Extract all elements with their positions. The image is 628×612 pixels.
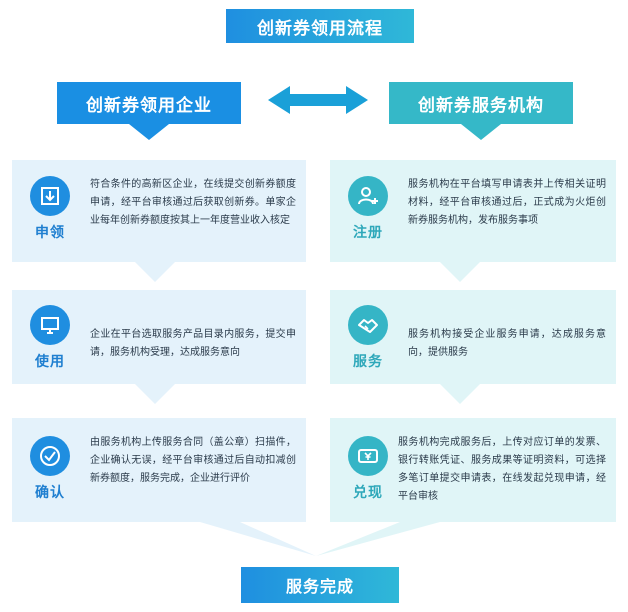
header-enterprise: 创新券领用企业 xyxy=(57,82,241,140)
step-redeem-text: 服务机构完成服务后，上传对应订单的发票、银行转账凭证、服务成果等证明资料，可选择… xyxy=(398,437,606,502)
card-right-3-shape xyxy=(316,418,616,556)
download-box-icon xyxy=(30,176,70,216)
card-left-3-shape xyxy=(12,418,316,556)
header-enterprise-label: 创新券领用企业 xyxy=(86,95,212,116)
step-confirm: 确认 xyxy=(20,436,80,502)
yen-ticket-icon xyxy=(348,436,388,476)
step-register-text: 服务机构在平台填写申请表并上传相关证明材料，经平台审核通过后，正式成为火炬创新券… xyxy=(408,179,606,226)
step-apply-label: 申领 xyxy=(35,225,65,241)
step-use: 使用 xyxy=(20,305,80,371)
step-apply-text: 符合条件的高新区企业，在线提交创新券额度申请，经平台审核通过后获取创新券。单家企… xyxy=(90,179,296,226)
card-left-2-shape xyxy=(12,290,306,404)
step-service: 服务 xyxy=(338,305,398,371)
add-user-icon xyxy=(348,176,388,216)
step-confirm-text: 由服务机构上传服务合同（盖公章）扫描件，企业确认无误，经平台审核通过后自动扣减创… xyxy=(90,437,296,484)
header-service-provider-pointer xyxy=(461,124,501,140)
step-apply: 申领 xyxy=(20,176,80,242)
step-use-text: 企业在平台选取服务产品目录内服务，提交申请，服务机构受理，达成服务意向 xyxy=(90,329,296,358)
step-register: 注册 xyxy=(338,176,398,242)
step-service-text: 服务机构接受企业服务申请，达成服务意向，提供服务 xyxy=(408,329,606,358)
step-use-label: 使用 xyxy=(35,354,65,370)
card-left-1-shape xyxy=(12,160,306,282)
card-right-2-shape xyxy=(330,290,616,404)
page-title: 创新券领用流程 xyxy=(226,9,414,43)
header-enterprise-pointer xyxy=(129,124,169,140)
check-circle-icon xyxy=(30,436,70,476)
service-complete-banner: 服务完成 xyxy=(241,567,399,603)
double-arrow-icon xyxy=(268,86,368,114)
handshake-icon xyxy=(348,305,388,345)
monitor-icon xyxy=(30,305,70,345)
step-service-label: 服务 xyxy=(353,354,383,370)
step-redeem: 兑现 xyxy=(338,436,398,502)
step-register-label: 注册 xyxy=(353,225,383,241)
header-service-provider: 创新券服务机构 xyxy=(389,82,573,140)
header-service-provider-label: 创新券服务机构 xyxy=(418,95,544,116)
step-redeem-label: 兑现 xyxy=(353,485,383,501)
card-right-1-shape xyxy=(330,160,616,282)
step-confirm-label: 确认 xyxy=(35,485,65,501)
